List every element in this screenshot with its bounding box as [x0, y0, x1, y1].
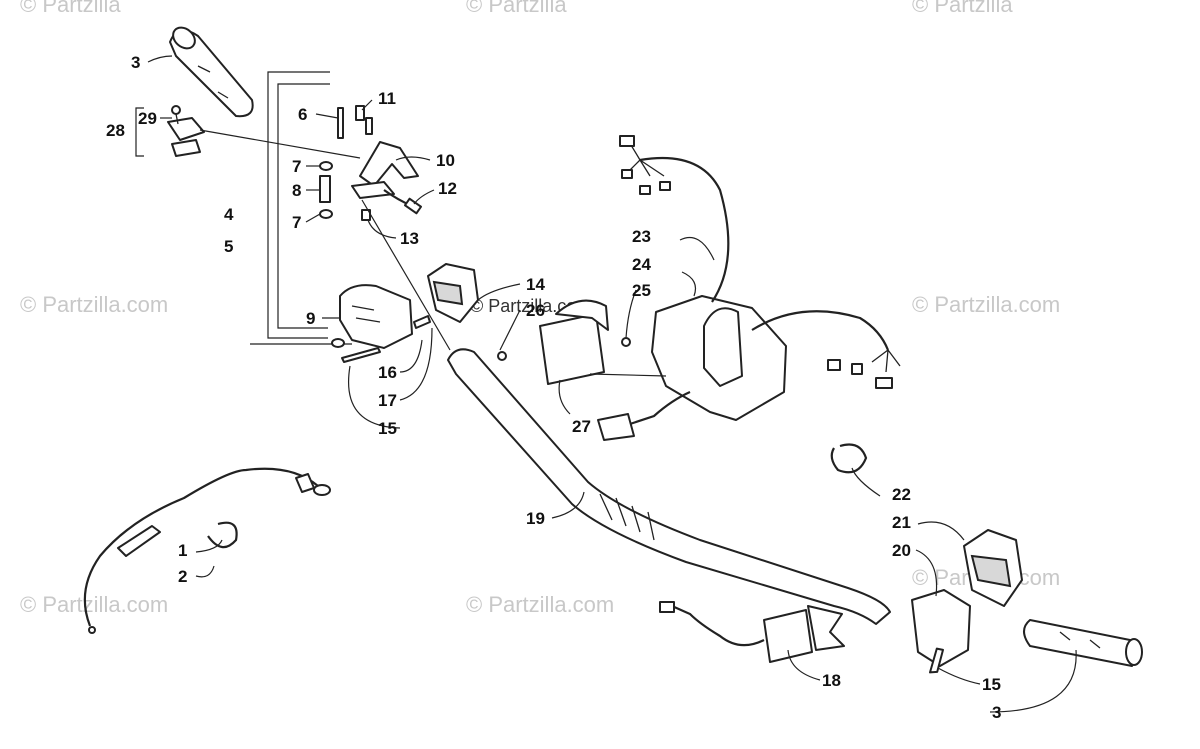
callout-6: 6 [298, 105, 307, 124]
callout-5: 5 [224, 237, 233, 256]
callout-29: 29 [138, 109, 157, 128]
callout-22: 22 [892, 485, 911, 504]
watermarks: © Partzilla © Partzilla © Partzilla © Pa… [20, 0, 1060, 617]
callout-2: 2 [178, 567, 187, 586]
callout-27: 27 [572, 417, 591, 436]
callout-10: 10 [436, 151, 455, 170]
cover-27 [497, 299, 631, 385]
grip-left [169, 26, 254, 118]
callout-4: 4 [224, 205, 234, 224]
callout-12: 12 [438, 179, 457, 198]
clamp-28 [167, 105, 205, 157]
callout-8: 8 [292, 181, 301, 200]
callout-labels: 3 29 28 6 11 7 8 7 10 12 13 4 5 9 16 17 … [106, 53, 1001, 722]
callout-19: 19 [526, 509, 545, 528]
switch-21 [963, 529, 1023, 607]
housing-9 [331, 284, 413, 363]
callout-23: 23 [632, 227, 651, 246]
callout-15-right: 15 [982, 675, 1001, 694]
watermark-top-right: © Partzilla [912, 0, 1013, 17]
watermark-top-center: © Partzilla [466, 0, 567, 17]
callout-3-left: 3 [131, 53, 140, 72]
watermark-mid-right: © Partzilla.com [912, 292, 1060, 317]
watermark-mid-left: © Partzilla.com [20, 292, 168, 317]
housing-20 [911, 589, 971, 674]
callout-13: 13 [400, 229, 419, 248]
callout-1: 1 [178, 541, 187, 560]
callout-28: 28 [106, 121, 125, 140]
callout-20: 20 [892, 541, 911, 560]
brake-lever-10 [351, 141, 423, 215]
callout-18: 18 [822, 671, 841, 690]
watermark-bottom-left: © Partzilla.com [20, 592, 168, 617]
callout-11: 11 [378, 89, 396, 108]
callout-7-lower: 7 [292, 213, 301, 232]
handlebar-19 [447, 348, 891, 625]
callout-9: 9 [306, 309, 315, 328]
callout-24: 24 [632, 255, 651, 274]
callout-17: 17 [378, 391, 397, 410]
watermark-top-left: © Partzilla [20, 0, 121, 17]
grip-right [1023, 619, 1143, 667]
housing-24 [597, 135, 901, 441]
switch-14 [413, 263, 479, 329]
callout-25: 25 [632, 281, 651, 300]
watermark-bottom-center: © Partzilla.com [466, 592, 614, 617]
callout-3-right: 3 [992, 703, 1001, 722]
harness-18 [659, 601, 845, 663]
leader-lines [147, 55, 1077, 713]
throttle-cable-1 [83, 467, 331, 634]
callout-7-upper: 7 [292, 157, 301, 176]
callout-21: 21 [892, 513, 911, 532]
callout-26: 26 [526, 301, 545, 320]
bracket-28 [135, 107, 144, 157]
small-hardware [319, 105, 373, 221]
callout-14: 14 [526, 275, 545, 294]
ring-22 [830, 443, 868, 474]
callout-15-left: 15 [378, 419, 397, 438]
callout-16: 16 [378, 363, 397, 382]
